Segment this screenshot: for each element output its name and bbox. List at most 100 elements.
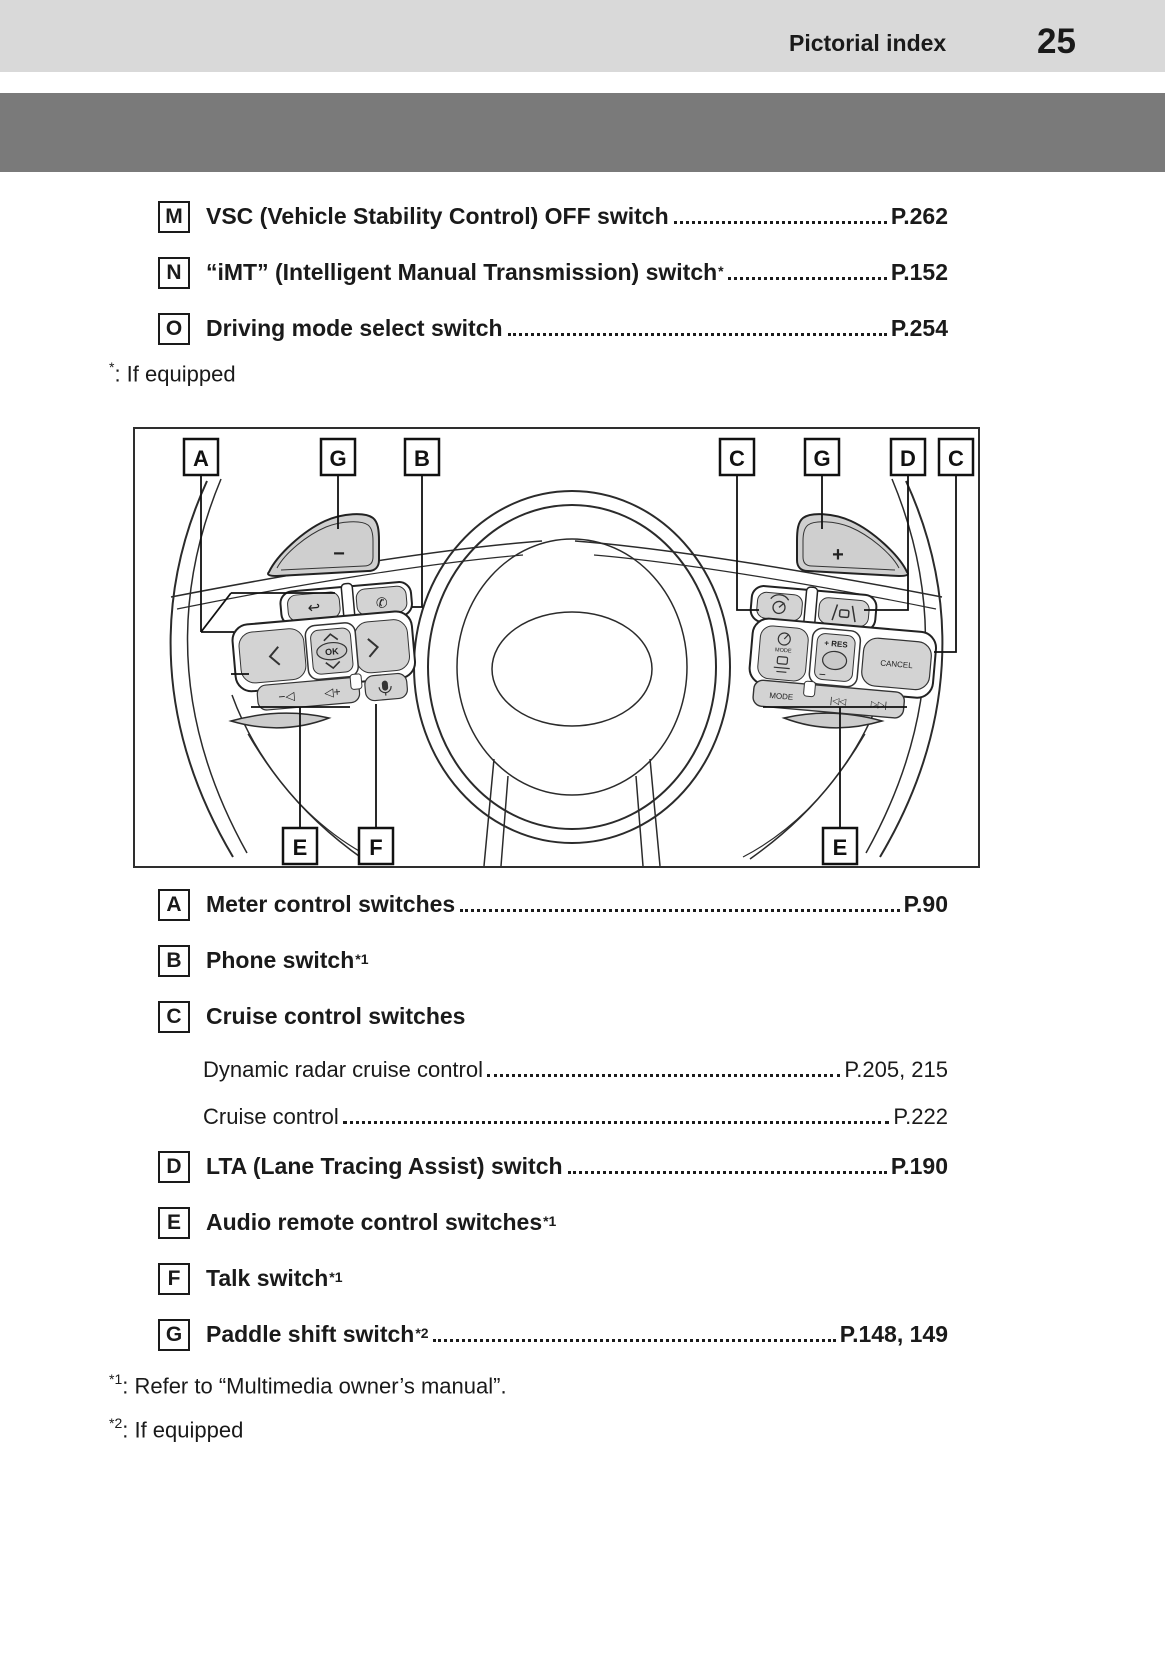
- lower-spoke-left-2: [247, 733, 371, 858]
- leader-dots: [673, 221, 887, 224]
- callout-letter-G: G: [329, 446, 346, 471]
- ok-button: [316, 641, 348, 661]
- leader-dots: [342, 1121, 890, 1124]
- index-row-label: LTA (Lane Tracing Assist) switch: [206, 1153, 563, 1179]
- footnote-text: : If equipped: [114, 361, 236, 387]
- leader-A: [200, 476, 335, 675]
- bottom-index-list: A Meter control switches P.90 B Phone sw…: [158, 888, 948, 1374]
- next-track-icon: ▷▷|: [870, 699, 887, 710]
- callout-box-E: [281, 826, 319, 866]
- callout-box-C: [718, 437, 756, 477]
- header-band: Pictorial index 25: [0, 0, 1165, 72]
- footnote-marker: *1: [109, 1371, 123, 1387]
- paddle-shifter-plus: [796, 513, 909, 578]
- chevron-left-icon: [268, 646, 281, 666]
- page-title: Pictorial index: [789, 30, 947, 56]
- callout-box-C: [937, 437, 975, 477]
- top-index-list: M VSC (Vehicle Stability Control) OFF sw…: [158, 200, 948, 368]
- callout-letter-box: N: [158, 256, 190, 289]
- index-row: D LTA (Lane Tracing Assist) switch P.190: [158, 1150, 948, 1183]
- right-switch-pod: MODE + RES − CANCEL MODE |◁◁ ▷▷|: [748, 585, 938, 719]
- callout-letter-box: G: [158, 1318, 190, 1351]
- callout-letter-box: A: [158, 888, 190, 921]
- leader-E-right: [763, 706, 907, 828]
- footnote-if-equipped: *: If equipped: [109, 359, 236, 387]
- index-sub-row: Cruise control P.222: [203, 1103, 948, 1130]
- callout-box-F: [357, 826, 395, 866]
- leader-D: [864, 476, 909, 611]
- thumb-rest-left: [228, 712, 332, 729]
- leader-dots: [460, 909, 900, 912]
- res-minus-label: −: [818, 667, 826, 682]
- callout-letter-F: F: [369, 835, 382, 860]
- callout-letter-E: E: [833, 835, 848, 860]
- footnote-marker: *2: [109, 1415, 123, 1432]
- ok-label: OK: [325, 646, 340, 657]
- footnote-marker: *: [109, 359, 115, 375]
- index-row-sup: *1: [329, 1268, 343, 1285]
- leader-dots: [727, 277, 887, 280]
- page-ref: P.148, 149: [839, 1321, 948, 1347]
- leader-dots: [507, 333, 887, 336]
- media-buttons: [752, 679, 905, 719]
- index-row: C Cruise control switches: [158, 1000, 948, 1033]
- callout-box-B: [403, 437, 441, 477]
- res-thumb: [822, 650, 848, 671]
- page-ref: P.90: [903, 891, 948, 917]
- phone-icon: ✆: [375, 594, 388, 611]
- steering-column-lines: [483, 758, 661, 866]
- chapter-tab-band: [0, 93, 1165, 172]
- page-ref: P.222: [893, 1103, 948, 1129]
- rim-arc-left-outer: [169, 480, 234, 858]
- index-row-sup: *1: [355, 950, 369, 967]
- page-ref: P.190: [890, 1153, 948, 1179]
- callout-leader-lines: [200, 476, 957, 828]
- steering-wheel-diagram: − + ↩ ✆ OK −◁ ◁+: [133, 427, 980, 868]
- lower-spoke-right-2: [742, 733, 866, 858]
- page-number: 25: [1037, 22, 1076, 61]
- leader-C-left: [736, 476, 759, 611]
- shelf-line-right-2: [593, 554, 937, 610]
- index-row-label: Talk switch: [206, 1265, 329, 1291]
- left-arrow-button: [238, 628, 307, 684]
- callout-letter-box: C: [158, 1000, 190, 1033]
- index-row: F Talk switch *1: [158, 1262, 948, 1295]
- cruise-speed-icon: [770, 594, 790, 615]
- index-row: N “iMT” (Intelligent Manual Transmission…: [158, 256, 948, 289]
- leader-B: [412, 476, 423, 608]
- index-row: E Audio remote control switches *1: [158, 1206, 948, 1239]
- horn-pad: [491, 611, 653, 727]
- leader-E-left: [251, 706, 350, 828]
- index-sub-label: Cruise control: [203, 1103, 339, 1129]
- index-row-label: “iMT” (Intelligent Manual Transmission) …: [206, 259, 718, 285]
- callout-letter-G: G: [813, 446, 830, 471]
- index-row-label: VSC (Vehicle Stability Control) OFF swit…: [206, 203, 669, 229]
- callout-letter-box: B: [158, 944, 190, 977]
- res-label: + RES: [824, 639, 849, 650]
- callout-letter-C: C: [948, 446, 964, 471]
- wheel-rim-outer: [413, 490, 731, 844]
- callout-letter-E: E: [293, 835, 308, 860]
- callout-letter-box: E: [158, 1206, 190, 1239]
- index-row-label: Meter control switches: [206, 891, 456, 917]
- index-sub-row: Dynamic radar cruise control P.205, 215: [203, 1056, 948, 1083]
- page-ref: P.254: [890, 315, 948, 341]
- right-arrow-button: [354, 619, 411, 674]
- footnote-text: : If equipped: [122, 1417, 244, 1443]
- callout-letter-box: D: [158, 1150, 190, 1183]
- index-row: M VSC (Vehicle Stability Control) OFF sw…: [158, 200, 948, 233]
- index-row-label: Driving mode select switch: [206, 315, 503, 341]
- page-ref: P.262: [890, 203, 948, 229]
- page-ref: P.205, 215: [844, 1056, 948, 1082]
- index-row-sup: *: [718, 262, 724, 279]
- left-switch-pod: ↩ ✆ OK −◁ ◁+: [231, 581, 417, 711]
- bottom-footnotes: *1: Refer to “Multimedia owner’s manual”…: [109, 1371, 507, 1461]
- wheel-rim-inner: [427, 504, 717, 830]
- steering-wheel-art: − + ↩ ✆ OK −◁ ◁+: [169, 437, 975, 866]
- paddle-shifter-minus: [267, 513, 380, 578]
- page-ref: P.152: [890, 259, 948, 285]
- index-row: A Meter control switches P.90: [158, 888, 948, 921]
- callout-box-G: [803, 437, 841, 477]
